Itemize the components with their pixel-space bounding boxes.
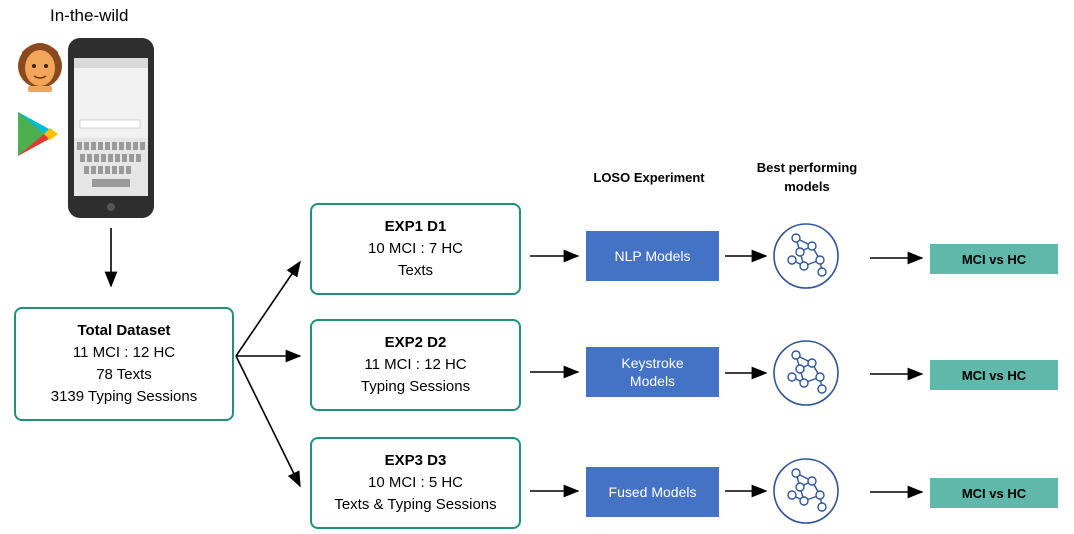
model-network-icon: [773, 458, 839, 524]
total-dataset-box: Total Dataset 11 MCI : 12 HC 78 Texts 31…: [14, 307, 234, 421]
experiment-title: EXP2 D2: [384, 334, 447, 351]
experiment-ratio: 10 MCI : 7 HC: [367, 240, 464, 257]
model-box-fused: Fused Models: [586, 467, 719, 517]
experiment-box-1: EXP1 D1 10 MCI : 7 HC Texts: [310, 203, 521, 295]
total-dataset-texts: 78 Texts: [96, 366, 152, 383]
model-box-keystroke: Keystroke Models: [586, 347, 719, 397]
total-dataset-title: Total Dataset: [77, 322, 171, 339]
experiment-title: EXP1 D1: [384, 218, 447, 235]
play-store-icon: [18, 112, 58, 156]
experiment-ratio: 10 MCI : 5 HC: [367, 474, 464, 491]
model-network-icon: [773, 223, 839, 289]
result-box: MCI vs HC: [930, 244, 1058, 274]
arrow-dataset-to-exp3: [235, 355, 301, 488]
result-box: MCI vs HC: [930, 360, 1058, 390]
smartphone-icon: [68, 38, 154, 218]
total-dataset-sessions: 3139 Typing Sessions: [50, 388, 198, 405]
total-dataset-ratio: 11 MCI : 12 HC: [72, 344, 176, 361]
experiment-title: EXP3 D3: [384, 452, 447, 469]
model-network-icon: [773, 340, 839, 406]
user-avatar-icon: [18, 43, 62, 92]
experiment-data: Texts: [397, 262, 433, 279]
experiment-data: Texts & Typing Sessions: [334, 496, 497, 513]
experiment-box-3: EXP3 D3 10 MCI : 5 HC Texts & Typing Ses…: [310, 437, 521, 529]
experiment-data: Typing Sessions: [360, 378, 471, 395]
result-box: MCI vs HC: [930, 478, 1058, 508]
experiment-box-2: EXP2 D2 11 MCI : 12 HC Typing Sessions: [310, 319, 521, 411]
arrow-dataset-to-exp1: [235, 260, 301, 357]
model-box-nlp: NLP Models: [586, 231, 719, 281]
best-models-header: Best performing models: [756, 160, 858, 194]
experiment-ratio: 11 MCI : 12 HC: [364, 356, 467, 373]
source-title: In-the-wild: [50, 6, 129, 25]
loso-header: LOSO Experiment: [593, 170, 705, 185]
